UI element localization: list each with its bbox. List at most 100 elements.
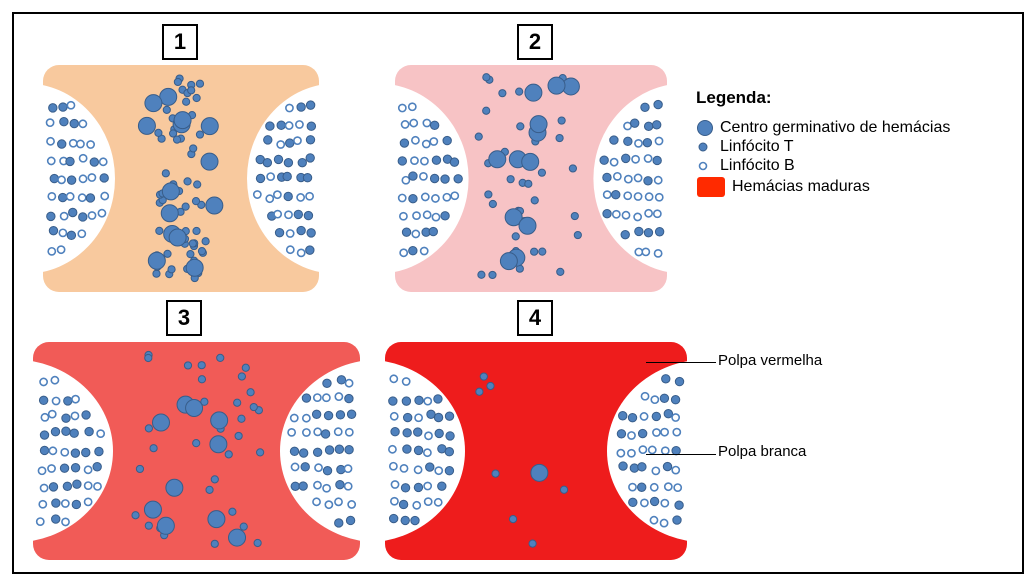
lymphocyte-t [652, 412, 660, 420]
legend-label: Centro germinativo de hemácias [720, 119, 950, 137]
lymphocyte-b [40, 378, 47, 385]
lymphocyte-t [619, 462, 627, 470]
germinal-center [210, 436, 227, 453]
lymphocyte-t [52, 499, 60, 507]
lymphocyte-t [324, 411, 332, 419]
lymphocyte-t [307, 229, 315, 237]
lymphocyte-t [82, 448, 90, 456]
lymphocyte-t [52, 515, 60, 523]
panel-1 [43, 65, 319, 292]
panel-4-number: 4 [517, 300, 553, 336]
lymphocyte-t [306, 136, 314, 144]
lymphocyte-t [429, 227, 437, 235]
lymphocyte-b [314, 482, 321, 489]
lymphocyte-b [325, 501, 332, 508]
lymphocyte-t [391, 428, 399, 436]
lymphocyte-t [446, 432, 454, 440]
lymphocyte-t [90, 158, 98, 166]
lymphocyte-t [403, 413, 411, 421]
lymphocyte-t [184, 178, 191, 185]
lymphocyte-t [306, 246, 314, 254]
lymphocyte-t [40, 446, 48, 454]
lymphocyte-t [59, 103, 67, 111]
lymphocyte-b [655, 137, 662, 144]
germinal-center [548, 77, 565, 94]
lymphocyte-t [644, 228, 652, 236]
lymphocyte-t [247, 389, 254, 396]
lymphocyte-t [409, 172, 417, 180]
lymphocyte-b [641, 393, 648, 400]
lymphocyte-b [400, 465, 407, 472]
lymphocyte-t [485, 191, 492, 198]
lymphocyte-b [644, 155, 651, 162]
germinal-center [530, 116, 547, 133]
lymphocyte-t [630, 119, 638, 127]
lymphocyte-t [480, 373, 487, 380]
lymphocyte-t [476, 388, 483, 395]
lymphocyte-b [674, 484, 681, 491]
germinal-center [144, 501, 161, 518]
lymphocyte-b [613, 211, 620, 218]
lymphocyte-t [323, 467, 331, 475]
lymphocyte-b [617, 450, 624, 457]
lymphocyte-t [664, 409, 672, 417]
lymphocyte-b [645, 210, 652, 217]
panel-3-number: 3 [166, 300, 202, 336]
lymphocyte-b [410, 119, 417, 126]
lymphocyte-t [399, 500, 407, 508]
lymphocyte-t [389, 514, 397, 522]
lymphocyte-t [86, 194, 94, 202]
lymphocyte-t [136, 465, 143, 472]
lymphocyte-b [390, 463, 397, 470]
lymphocyte-t [274, 155, 282, 163]
lymphocyte-b [424, 398, 431, 405]
lymphocyte-t [512, 233, 519, 240]
red-pulp-label: Polpa vermelha [718, 352, 822, 369]
lymphocyte-t [507, 176, 514, 183]
lymphocyte-b [49, 411, 56, 418]
lymphocyte-t [132, 512, 139, 519]
lymphocyte-b [652, 467, 659, 474]
lymphocyte-b [430, 138, 437, 145]
lymphocyte-t [168, 266, 175, 273]
lymphocyte-t [478, 271, 485, 278]
lymphocyte-t [202, 238, 209, 245]
red-pulp-pointer [646, 362, 716, 363]
lymphocyte-t [560, 486, 567, 493]
germinal-center [206, 197, 223, 214]
lymphocyte-t [612, 190, 620, 198]
lymphocyte-b [77, 140, 84, 147]
lymphocyte-t [145, 522, 152, 529]
lymphocyte-b [303, 429, 310, 436]
lymphocyte-t [100, 174, 108, 182]
lymphocyte-b [323, 485, 330, 492]
lymphocyte-b [52, 397, 59, 404]
lymphocyte-t [622, 154, 630, 162]
lymphocyte-b [274, 211, 281, 218]
white-pulp-label: Polpa branca [718, 443, 806, 460]
lymphocyte-b [48, 465, 55, 472]
lymphocyte-t [347, 410, 355, 418]
panel-2 [395, 65, 667, 292]
lymphocyte-t [644, 122, 652, 130]
lymphocyte-t [403, 445, 411, 453]
lymphocyte-b [345, 483, 352, 490]
lymphocyte-t [257, 449, 264, 456]
lymphocyte-b [47, 138, 54, 145]
lymphocyte-t [266, 122, 274, 130]
lymphocyte-b [614, 173, 621, 180]
lymphocyte-b [641, 499, 648, 506]
lymphocyte-b [38, 467, 45, 474]
lymphocyte-t [229, 508, 236, 515]
lymphocyte-t [445, 448, 453, 456]
lymphocyte-b [294, 137, 301, 144]
lymphocyte-t [638, 483, 646, 491]
lymphocyte-b [634, 174, 641, 181]
lymphocyte-b [344, 465, 351, 472]
lymphocyte-b [411, 157, 418, 164]
germinal-center [174, 112, 191, 129]
panel-1-diagram [43, 65, 319, 292]
lymphocyte-t [306, 154, 314, 162]
lymphocyte-t [345, 445, 353, 453]
lymphocyte-b [421, 247, 428, 254]
